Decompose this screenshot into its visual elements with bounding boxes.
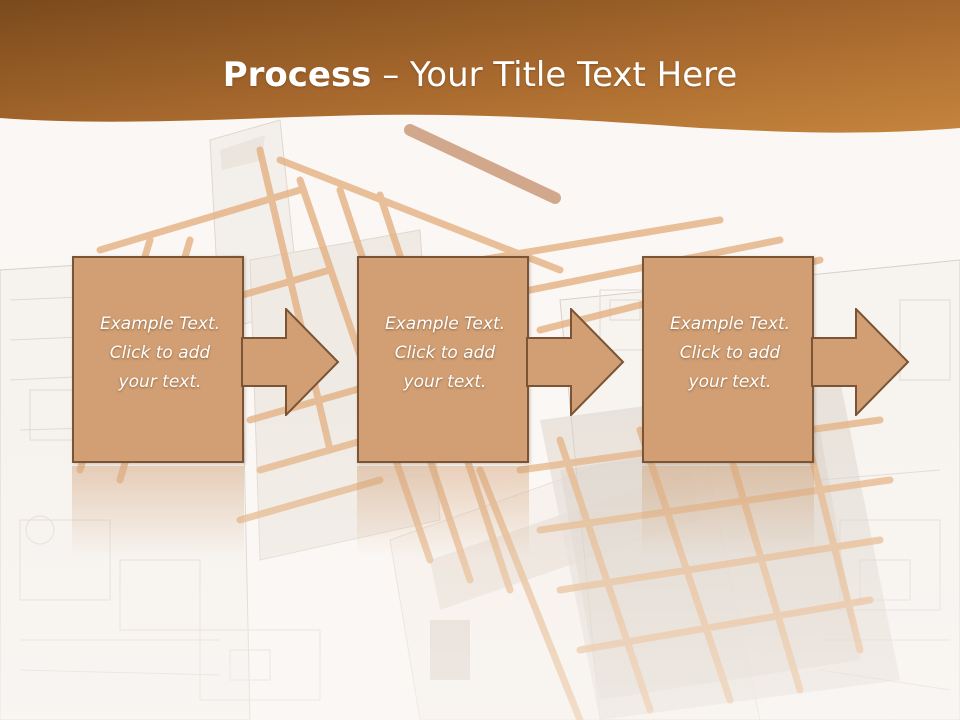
- step-2-text[interactable]: Example Text. Click to add your text.: [359, 310, 531, 397]
- title-rest: – Your Title Text Here: [371, 55, 738, 95]
- step-2-box: Example Text. Click to add your text.: [357, 256, 529, 463]
- step-1-text[interactable]: Example Text. Click to add your text.: [74, 310, 246, 397]
- beam: [404, 124, 561, 204]
- process-step-1[interactable]: Example Text. Click to add your text.: [72, 256, 248, 466]
- step-2-line-3: your text.: [403, 372, 487, 392]
- header-banner: [0, 0, 960, 133]
- step-3-line-2: Click to add: [679, 343, 781, 363]
- step-3-line-1: Example Text.: [669, 314, 791, 334]
- process-step-3[interactable]: Example Text. Click to add your text.: [642, 256, 818, 466]
- title-bold: Process: [222, 55, 372, 95]
- step-1-reflection: [72, 466, 244, 556]
- step-3-line-3: your text.: [688, 372, 772, 392]
- step-3-box: Example Text. Click to add your text.: [642, 256, 814, 463]
- slide-title: Process – Your Title Text Here: [0, 52, 960, 98]
- step-2-line-1: Example Text.: [384, 314, 506, 334]
- step-2-reflection: [357, 466, 529, 556]
- arrow-right-icon: [811, 308, 910, 416]
- step-3-text[interactable]: Example Text. Click to add your text.: [644, 310, 816, 397]
- step-1-line-1: Example Text.: [99, 314, 221, 334]
- step-1-box: Example Text. Click to add your text.: [72, 256, 244, 463]
- process-step-2[interactable]: Example Text. Click to add your text.: [357, 256, 533, 466]
- step-1-line-2: Click to add: [109, 343, 211, 363]
- arrow-right-icon: [241, 308, 340, 416]
- arrow-right-icon: [526, 308, 625, 416]
- step-3-reflection: [642, 466, 814, 556]
- step-2-line-2: Click to add: [394, 343, 496, 363]
- step-1-line-3: your text.: [118, 372, 202, 392]
